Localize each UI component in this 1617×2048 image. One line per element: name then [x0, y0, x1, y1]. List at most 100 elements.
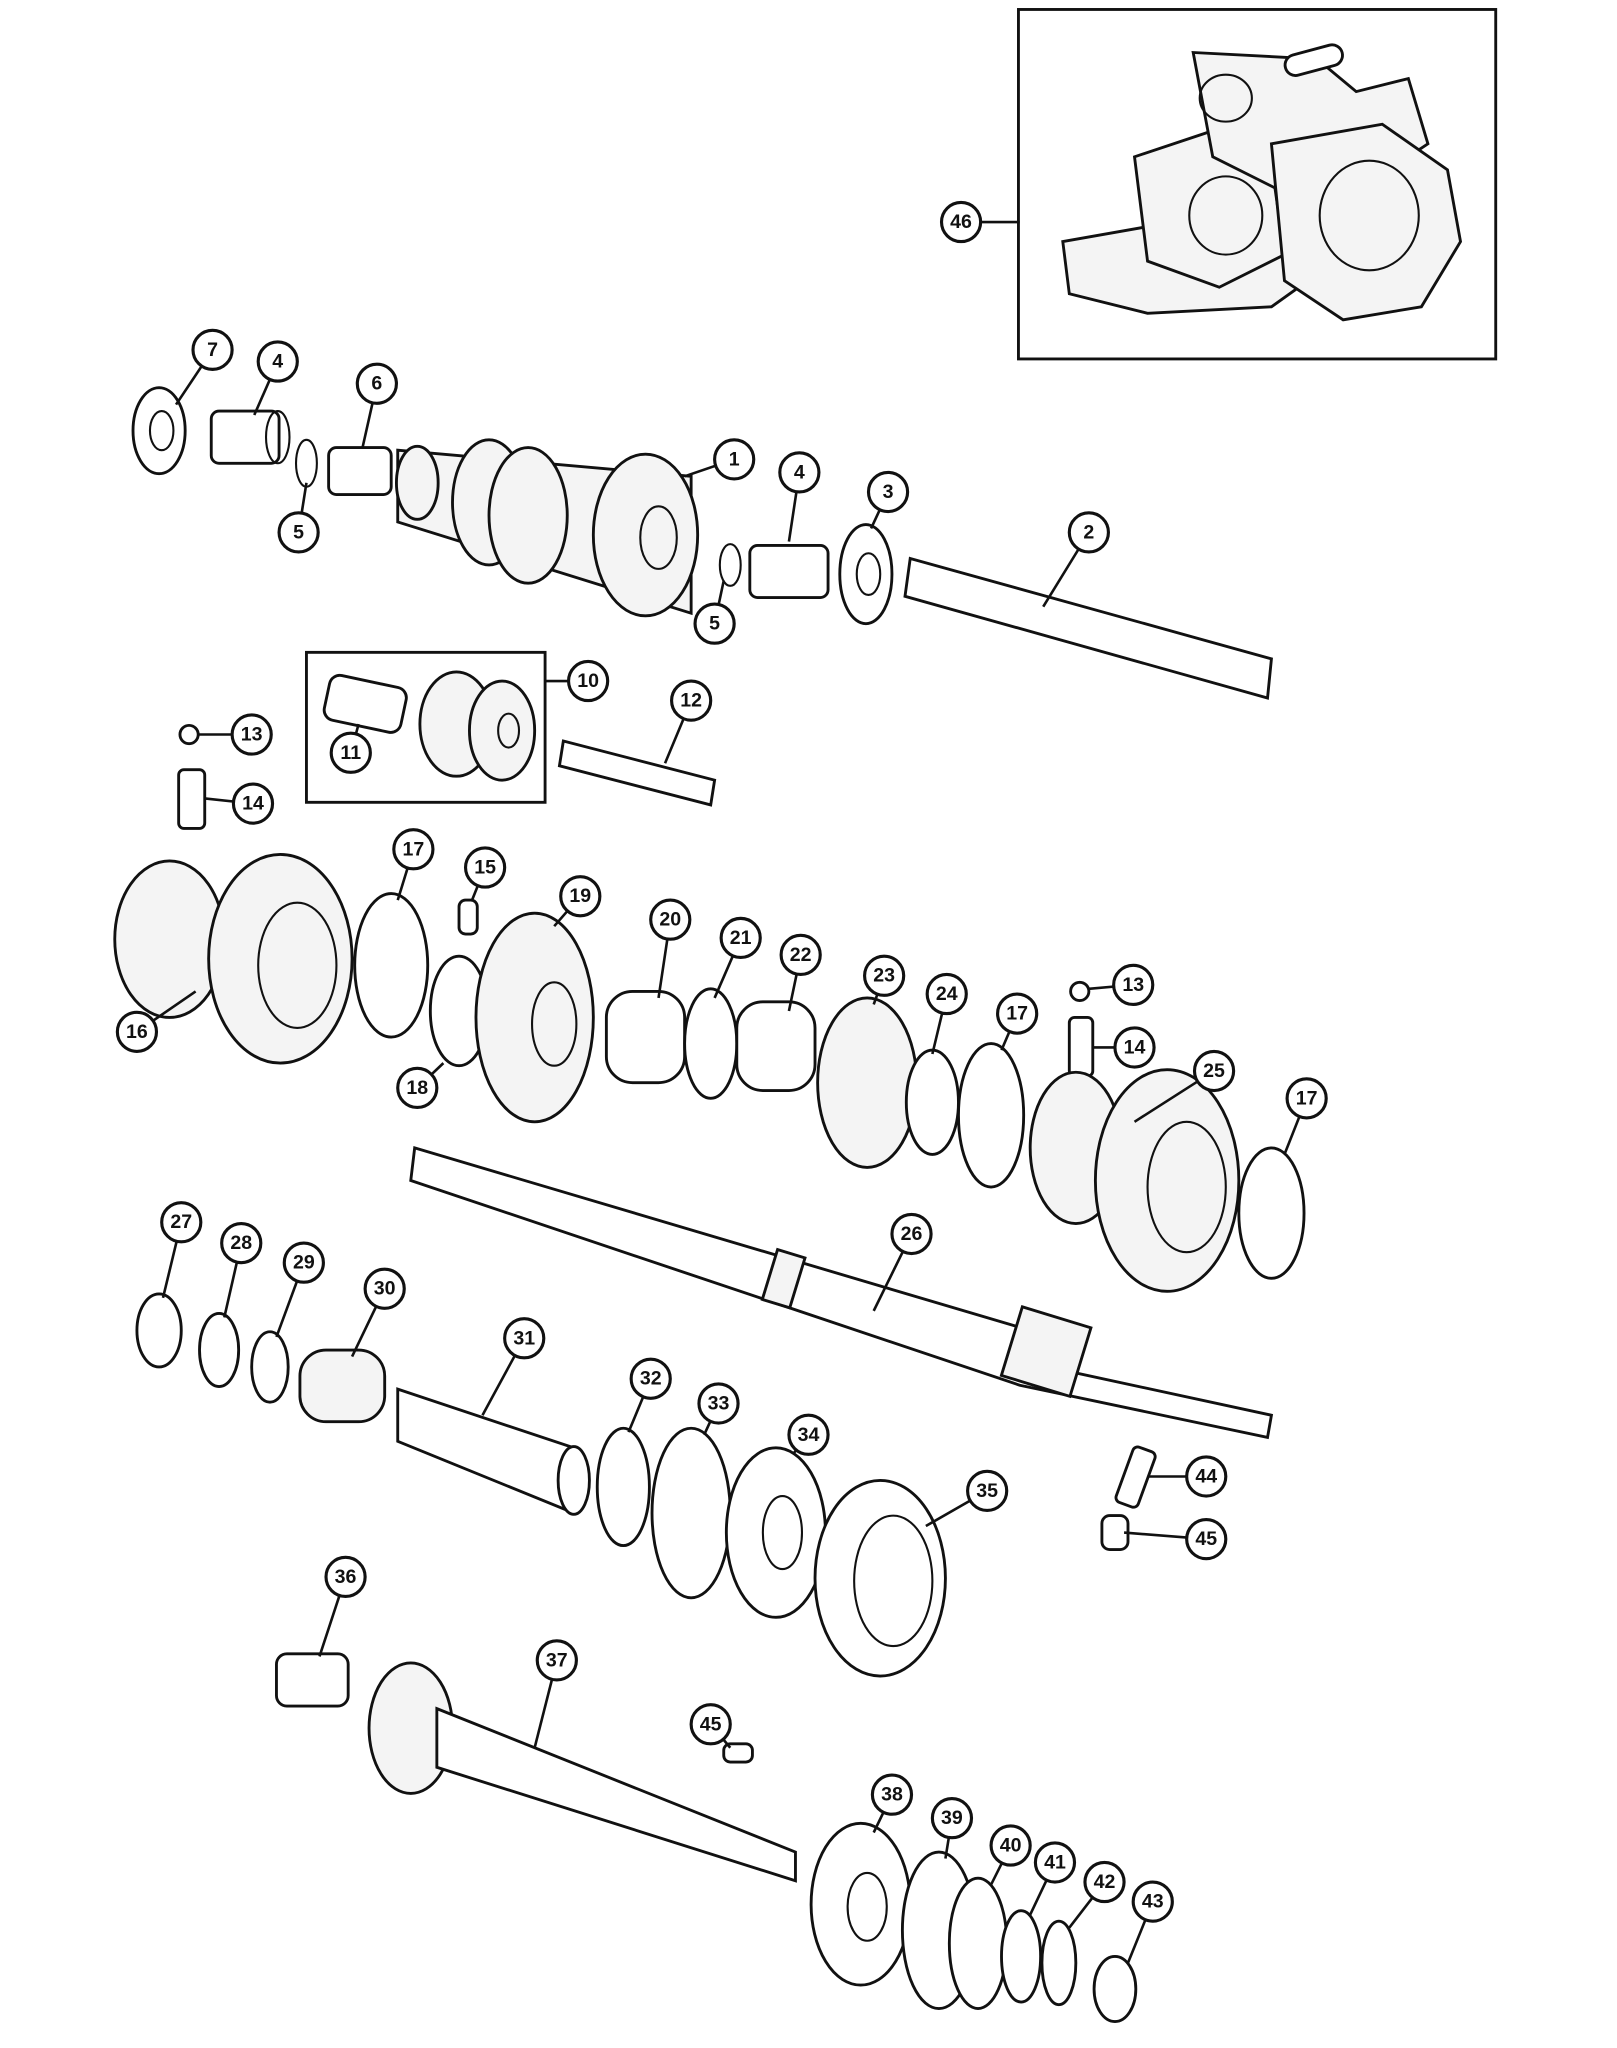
snap-ring — [650, 1426, 732, 1600]
thrust-washer — [838, 523, 894, 626]
callout-number: 25 — [1203, 1060, 1225, 1082]
callout-19: 19 — [559, 875, 602, 918]
callout-circle — [778, 451, 821, 494]
rear-bearing-row — [135, 1292, 1157, 1678]
callout-number: 23 — [873, 965, 895, 987]
callout-33: 33 — [697, 1382, 740, 1425]
callout-14: 14 — [231, 782, 275, 825]
washer — [250, 1330, 290, 1404]
callout-circle — [230, 713, 273, 756]
callout-number: 40 — [1000, 1835, 1022, 1857]
callout-circle — [693, 602, 736, 645]
callout-circle — [1112, 963, 1155, 1007]
callout-number: 13 — [241, 724, 263, 746]
callout-29: 29 — [282, 1241, 325, 1284]
callout-number: 14 — [242, 793, 264, 815]
nut — [135, 1292, 183, 1369]
callout-circle — [779, 933, 822, 977]
input-shaft — [435, 1706, 797, 1883]
callout-17: 17 — [1285, 1077, 1328, 1120]
callout-number: 28 — [230, 1232, 252, 1254]
callout-circle — [1083, 1860, 1126, 1904]
callout-circle — [996, 992, 1039, 1035]
callout-number: 29 — [293, 1252, 315, 1274]
callout-circle — [719, 916, 762, 960]
callout-number: 10 — [577, 670, 599, 692]
synchro-hub — [113, 859, 226, 1019]
callout-13: 13 — [230, 713, 273, 756]
callout-number: 44 — [1195, 1465, 1217, 1487]
callout-number: 17 — [1006, 1003, 1028, 1025]
callout-38: 38 — [870, 1773, 914, 1816]
callout-number: 18 — [406, 1077, 428, 1099]
gasket — [1269, 122, 1463, 322]
callout-35: 35 — [966, 1469, 1009, 1512]
callout-circle — [989, 1824, 1032, 1867]
callout-41: 41 — [1033, 1841, 1077, 1884]
callout-number: 17 — [403, 838, 425, 860]
callout-circle — [925, 972, 968, 1016]
bush — [904, 1048, 960, 1156]
callout-number: 6 — [371, 373, 382, 395]
cluster-gear — [591, 452, 700, 618]
spring — [177, 768, 207, 830]
callout-circle — [1185, 1455, 1228, 1498]
callout-number: 13 — [1122, 974, 1144, 996]
callout-number: 31 — [513, 1327, 535, 1349]
layshaft-assembly — [131, 386, 1273, 700]
callout-number: 22 — [790, 944, 812, 966]
callout-17: 17 — [996, 992, 1039, 1035]
callout-circle — [535, 1639, 578, 1682]
callout-6: 6 — [355, 362, 398, 405]
oil-thrower — [947, 1876, 1009, 2010]
callout-number: 14 — [1124, 1036, 1146, 1058]
callout-24: 24 — [925, 972, 968, 1016]
callout-7: 7 — [191, 328, 234, 371]
callout-17: 17 — [392, 828, 435, 871]
callout-5: 5 — [277, 511, 320, 554]
callout-circle — [220, 1221, 263, 1265]
callout-number: 41 — [1044, 1851, 1066, 1873]
callout-3: 3 — [866, 470, 910, 514]
callout-number: 30 — [374, 1278, 396, 1300]
callout-circle — [1113, 1026, 1156, 1069]
callout-4: 4 — [778, 451, 821, 494]
baulk-ring — [1237, 1146, 1306, 1280]
callout-circle — [863, 954, 906, 997]
mainshaft-gear-row — [113, 853, 1306, 1293]
callout-37: 37 — [535, 1639, 578, 1682]
callout-22: 22 — [779, 933, 822, 977]
callout-number: 7 — [207, 339, 218, 361]
circlip — [595, 1426, 651, 1548]
mainshaft — [409, 1146, 1274, 1440]
callout-circle — [1131, 1880, 1174, 1923]
needle-bearing — [748, 543, 830, 600]
callout-circle — [282, 1241, 325, 1284]
speedo-gear — [298, 1348, 387, 1424]
nut — [1092, 1954, 1138, 2024]
ball — [1069, 980, 1091, 1002]
bearing — [724, 1446, 827, 1619]
callout-30: 30 — [363, 1267, 406, 1310]
callout-34: 34 — [787, 1413, 830, 1456]
callout-number: 17 — [1296, 1087, 1318, 1109]
callout-number: 36 — [335, 1566, 357, 1588]
gasket-set-inset — [1017, 8, 1498, 361]
inset-frame — [1017, 8, 1498, 361]
callout-circle — [503, 1317, 546, 1360]
callout-number: 39 — [941, 1807, 963, 1829]
spacer — [327, 446, 393, 496]
callout-circle — [463, 846, 507, 889]
callout-circle — [256, 340, 299, 383]
callout-32: 32 — [629, 1357, 672, 1400]
callout-36: 36 — [324, 1555, 367, 1599]
callout-42: 42 — [1083, 1860, 1126, 1904]
callout-circle — [966, 1469, 1009, 1512]
callout-circle — [689, 1703, 732, 1746]
callout-number: 46 — [950, 211, 972, 233]
callout-number: 42 — [1094, 1871, 1116, 1893]
callout-39: 39 — [930, 1797, 974, 1840]
callout-circle — [939, 200, 983, 244]
